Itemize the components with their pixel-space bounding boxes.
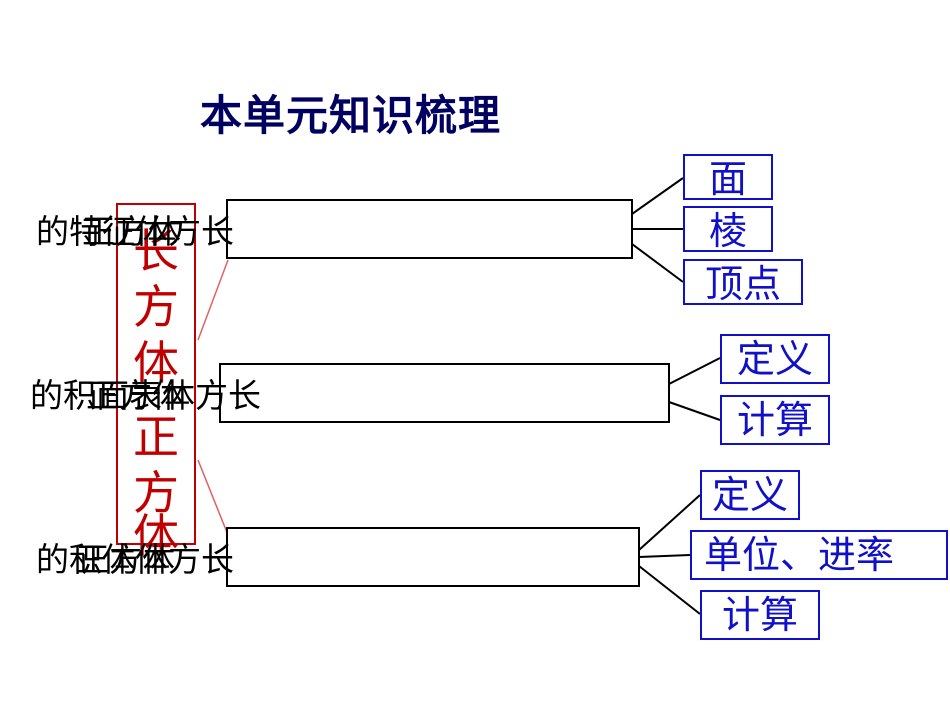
leaf-definition: 定义 — [720, 334, 830, 384]
branch-line — [668, 401, 721, 421]
row-label-volume: 的积体体方长 正方体 — [36, 540, 234, 580]
row-label-text: 的特征体方长 — [36, 212, 234, 251]
branch-line — [631, 177, 684, 215]
row-box-features — [226, 199, 633, 259]
vertical-label-char: 方 — [133, 466, 179, 520]
row-label-overlay: 正方体 — [82, 212, 181, 251]
branch-line — [668, 357, 721, 385]
leaf-edge: 棱 — [683, 206, 773, 253]
branch-line — [638, 554, 691, 558]
red-connector-2 — [197, 459, 229, 536]
row-label-surface-area: 的积面表体方长 正方体 — [30, 376, 261, 416]
leaf-face: 面 — [683, 154, 773, 201]
row-box-surface-area — [219, 363, 670, 423]
leaf-units-rates: 单位、进率 — [690, 530, 948, 580]
row-label-text: 的积面表体方长 — [30, 376, 261, 415]
branch-line — [631, 243, 684, 283]
vertical-label-char: 体 — [133, 509, 179, 563]
vertical-label-char: 正 — [133, 410, 179, 464]
branch-line — [638, 565, 701, 615]
leaf-definition: 定义 — [700, 470, 800, 520]
leaf-vertex: 顶点 — [683, 259, 803, 306]
vertical-label-char: 体 — [133, 336, 179, 390]
vertical-label-char: 长 — [133, 224, 179, 278]
row-label-overlay: 正方体 — [76, 540, 175, 579]
row-label-text: 的积体体方长 — [36, 540, 234, 579]
vertical-label-box — [116, 203, 196, 545]
row-label-overlay: 正方体 — [86, 376, 185, 415]
row-box-volume — [226, 527, 640, 587]
page-title: 本单元知识梳理 — [200, 91, 502, 140]
vertical-label-char: 方 — [133, 280, 179, 334]
leaf-calculation: 计算 — [700, 590, 820, 640]
leaf-calculation: 计算 — [720, 395, 830, 445]
branch-line — [638, 494, 701, 551]
row-label-features: 的特征体方长 正方体 — [36, 212, 234, 252]
red-connector-1 — [197, 259, 229, 341]
